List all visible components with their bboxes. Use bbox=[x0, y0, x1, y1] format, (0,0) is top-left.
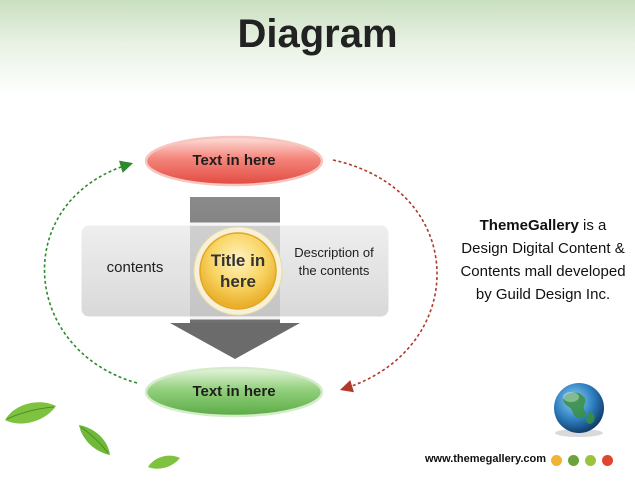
brand-description: is a Design Digital Content & Contents m… bbox=[460, 217, 626, 303]
description-label: Description of the contents bbox=[294, 245, 374, 278]
leaf-icon bbox=[5, 402, 56, 424]
down-arrow bbox=[170, 323, 300, 359]
footer-dot bbox=[551, 455, 562, 466]
header-band bbox=[0, 0, 635, 95]
page-title: Diagram bbox=[237, 12, 398, 56]
globe-icon bbox=[554, 383, 604, 437]
footer-dot bbox=[568, 455, 579, 466]
center-circle-title: Title in here bbox=[210, 251, 266, 291]
footer-url: www.themegallery.com bbox=[424, 453, 546, 465]
contents-label: contents bbox=[106, 259, 164, 276]
left-loop-arrow bbox=[43, 160, 138, 384]
right-loop-arrow bbox=[332, 159, 438, 393]
brand-name: ThemeGallery bbox=[479, 217, 579, 234]
footer-dot bbox=[602, 455, 613, 466]
leaf-icon bbox=[79, 425, 110, 455]
center-circle-inner bbox=[199, 232, 277, 310]
theme-description: ThemeGallery is a Design Digital Content… bbox=[458, 214, 628, 306]
leaf-icon bbox=[148, 455, 180, 469]
top-oval-label: Text in here bbox=[192, 152, 276, 169]
bottom-oval-label: Text in here bbox=[192, 383, 276, 400]
top-oval bbox=[144, 135, 324, 187]
bottom-oval bbox=[144, 366, 324, 418]
footer-dot bbox=[585, 455, 596, 466]
